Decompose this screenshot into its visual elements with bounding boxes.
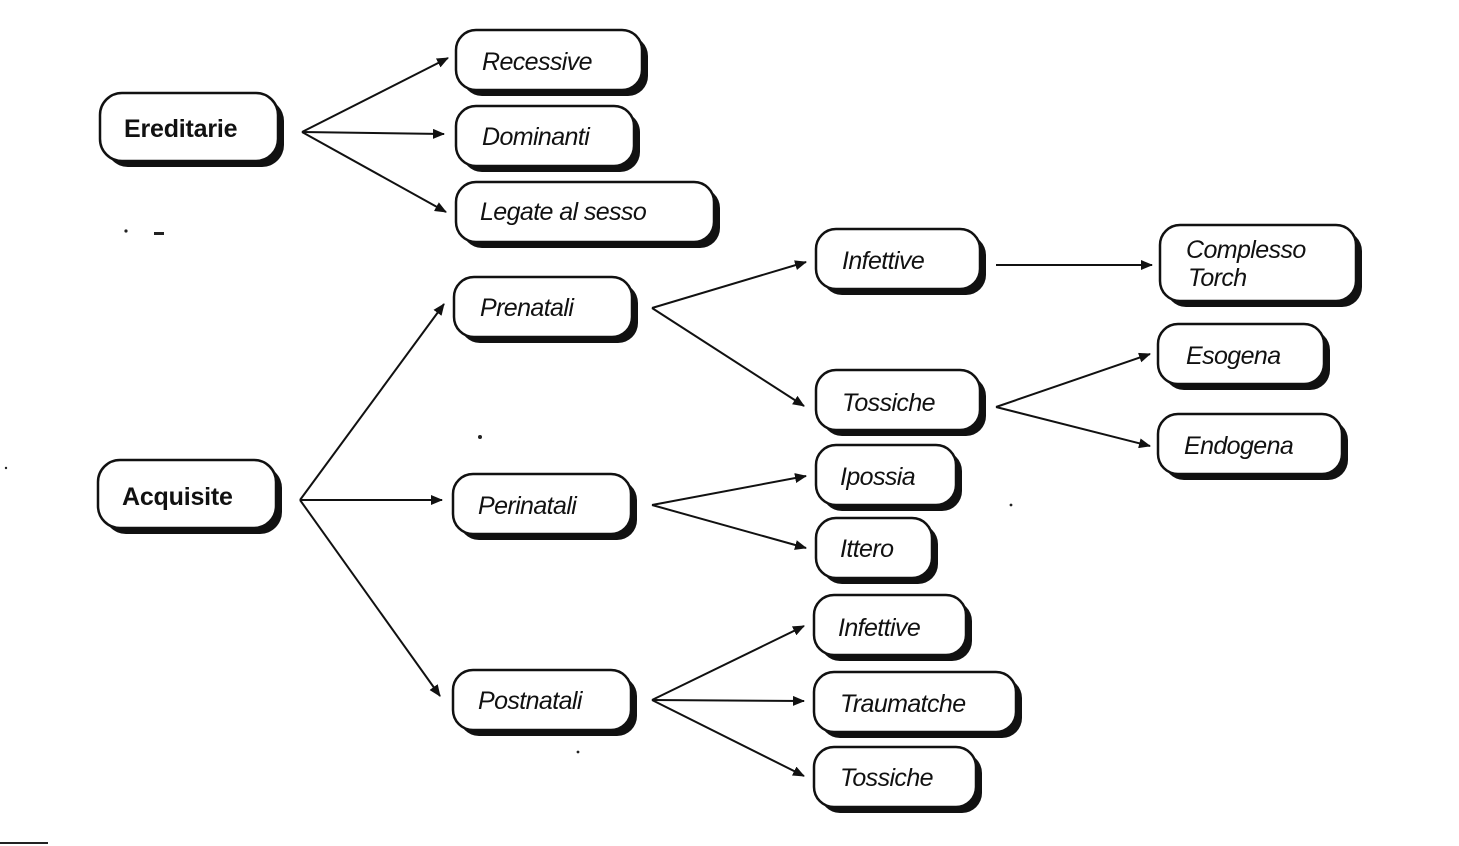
node-recessive: Recessive <box>454 28 648 96</box>
node-perinatali-label: Perinatali <box>478 492 578 520</box>
node-legate-label: Legate al sesso <box>480 198 647 226</box>
node-tossiche-prenatali: Tossiche <box>814 368 986 436</box>
arrow-postnatali-traumatche <box>651 695 805 706</box>
arrow-perinatali-ipossia <box>651 473 807 506</box>
arrow-prenatali-tossiche <box>651 307 805 407</box>
arrow-tossiche-esogena <box>995 352 1151 408</box>
node-infettive-pre-label: Infettive <box>842 247 924 275</box>
node-tossiche-pre-label: Tossiche <box>842 389 935 417</box>
scan-artifacts <box>0 229 1013 844</box>
node-dominanti: Dominanti <box>454 104 640 172</box>
node-traumatche-label: Traumatche <box>840 690 966 718</box>
arrow-acquisite-prenatali <box>299 303 445 501</box>
node-endogena-label: Endogena <box>1184 432 1294 460</box>
node-endogena: Endogena <box>1156 412 1348 480</box>
node-complesso-label-line2: Torch <box>1188 264 1247 292</box>
node-tossiche-postnatali: Tossiche <box>812 745 982 813</box>
arrow-acquisite-postnatali <box>299 499 441 697</box>
node-complesso-torch: Complesso Torch <box>1158 223 1362 307</box>
arrow-tossiche-endogena <box>995 406 1151 449</box>
node-legate-al-sesso: Legate al sesso <box>454 180 720 248</box>
node-ipossia-label: Ipossia <box>840 463 916 491</box>
node-ereditarie: Ereditarie <box>98 91 284 167</box>
node-prenatali: Prenatali <box>452 275 638 343</box>
node-postnatali: Postnatali <box>451 668 637 736</box>
arrow-ereditarie-dominanti <box>301 128 445 139</box>
edges <box>299 57 1153 777</box>
node-acquisite-label: Acquisite <box>122 483 233 511</box>
node-postnatali-label: Postnatali <box>478 687 584 715</box>
arrow-postnatali-tossiche <box>651 699 805 777</box>
arrow-ereditarie-legate <box>301 131 447 213</box>
node-infettive-prenatali: Infettive <box>814 227 986 295</box>
node-traumatche: Traumatche <box>812 670 1022 738</box>
node-acquisite: Acquisite <box>96 458 282 534</box>
node-esogena-label: Esogena <box>1186 342 1281 370</box>
node-recessive-label: Recessive <box>482 48 592 76</box>
node-ereditarie-label: Ereditarie <box>124 115 238 143</box>
node-dominanti-label: Dominanti <box>482 123 591 151</box>
node-infettive-postnatali: Infettive <box>812 593 972 661</box>
node-ipossia: Ipossia <box>814 443 962 511</box>
node-ittero: Ittero <box>814 516 938 584</box>
node-esogena: Esogena <box>1156 322 1330 390</box>
node-tossiche-post-label: Tossiche <box>840 764 933 792</box>
node-perinatali: Perinatali <box>451 472 637 540</box>
node-prenatali-label: Prenatali <box>480 294 575 322</box>
node-ittero-label: Ittero <box>840 535 894 563</box>
arrow-prenatali-infettive <box>651 260 807 309</box>
node-complesso-label-line1: Complesso <box>1186 236 1306 264</box>
arrow-postnatali-infettive <box>651 625 805 701</box>
arrow-ereditarie-recessive <box>301 57 449 133</box>
node-infettive-post-label: Infettive <box>838 614 920 642</box>
arrow-perinatali-ittero <box>651 504 807 550</box>
